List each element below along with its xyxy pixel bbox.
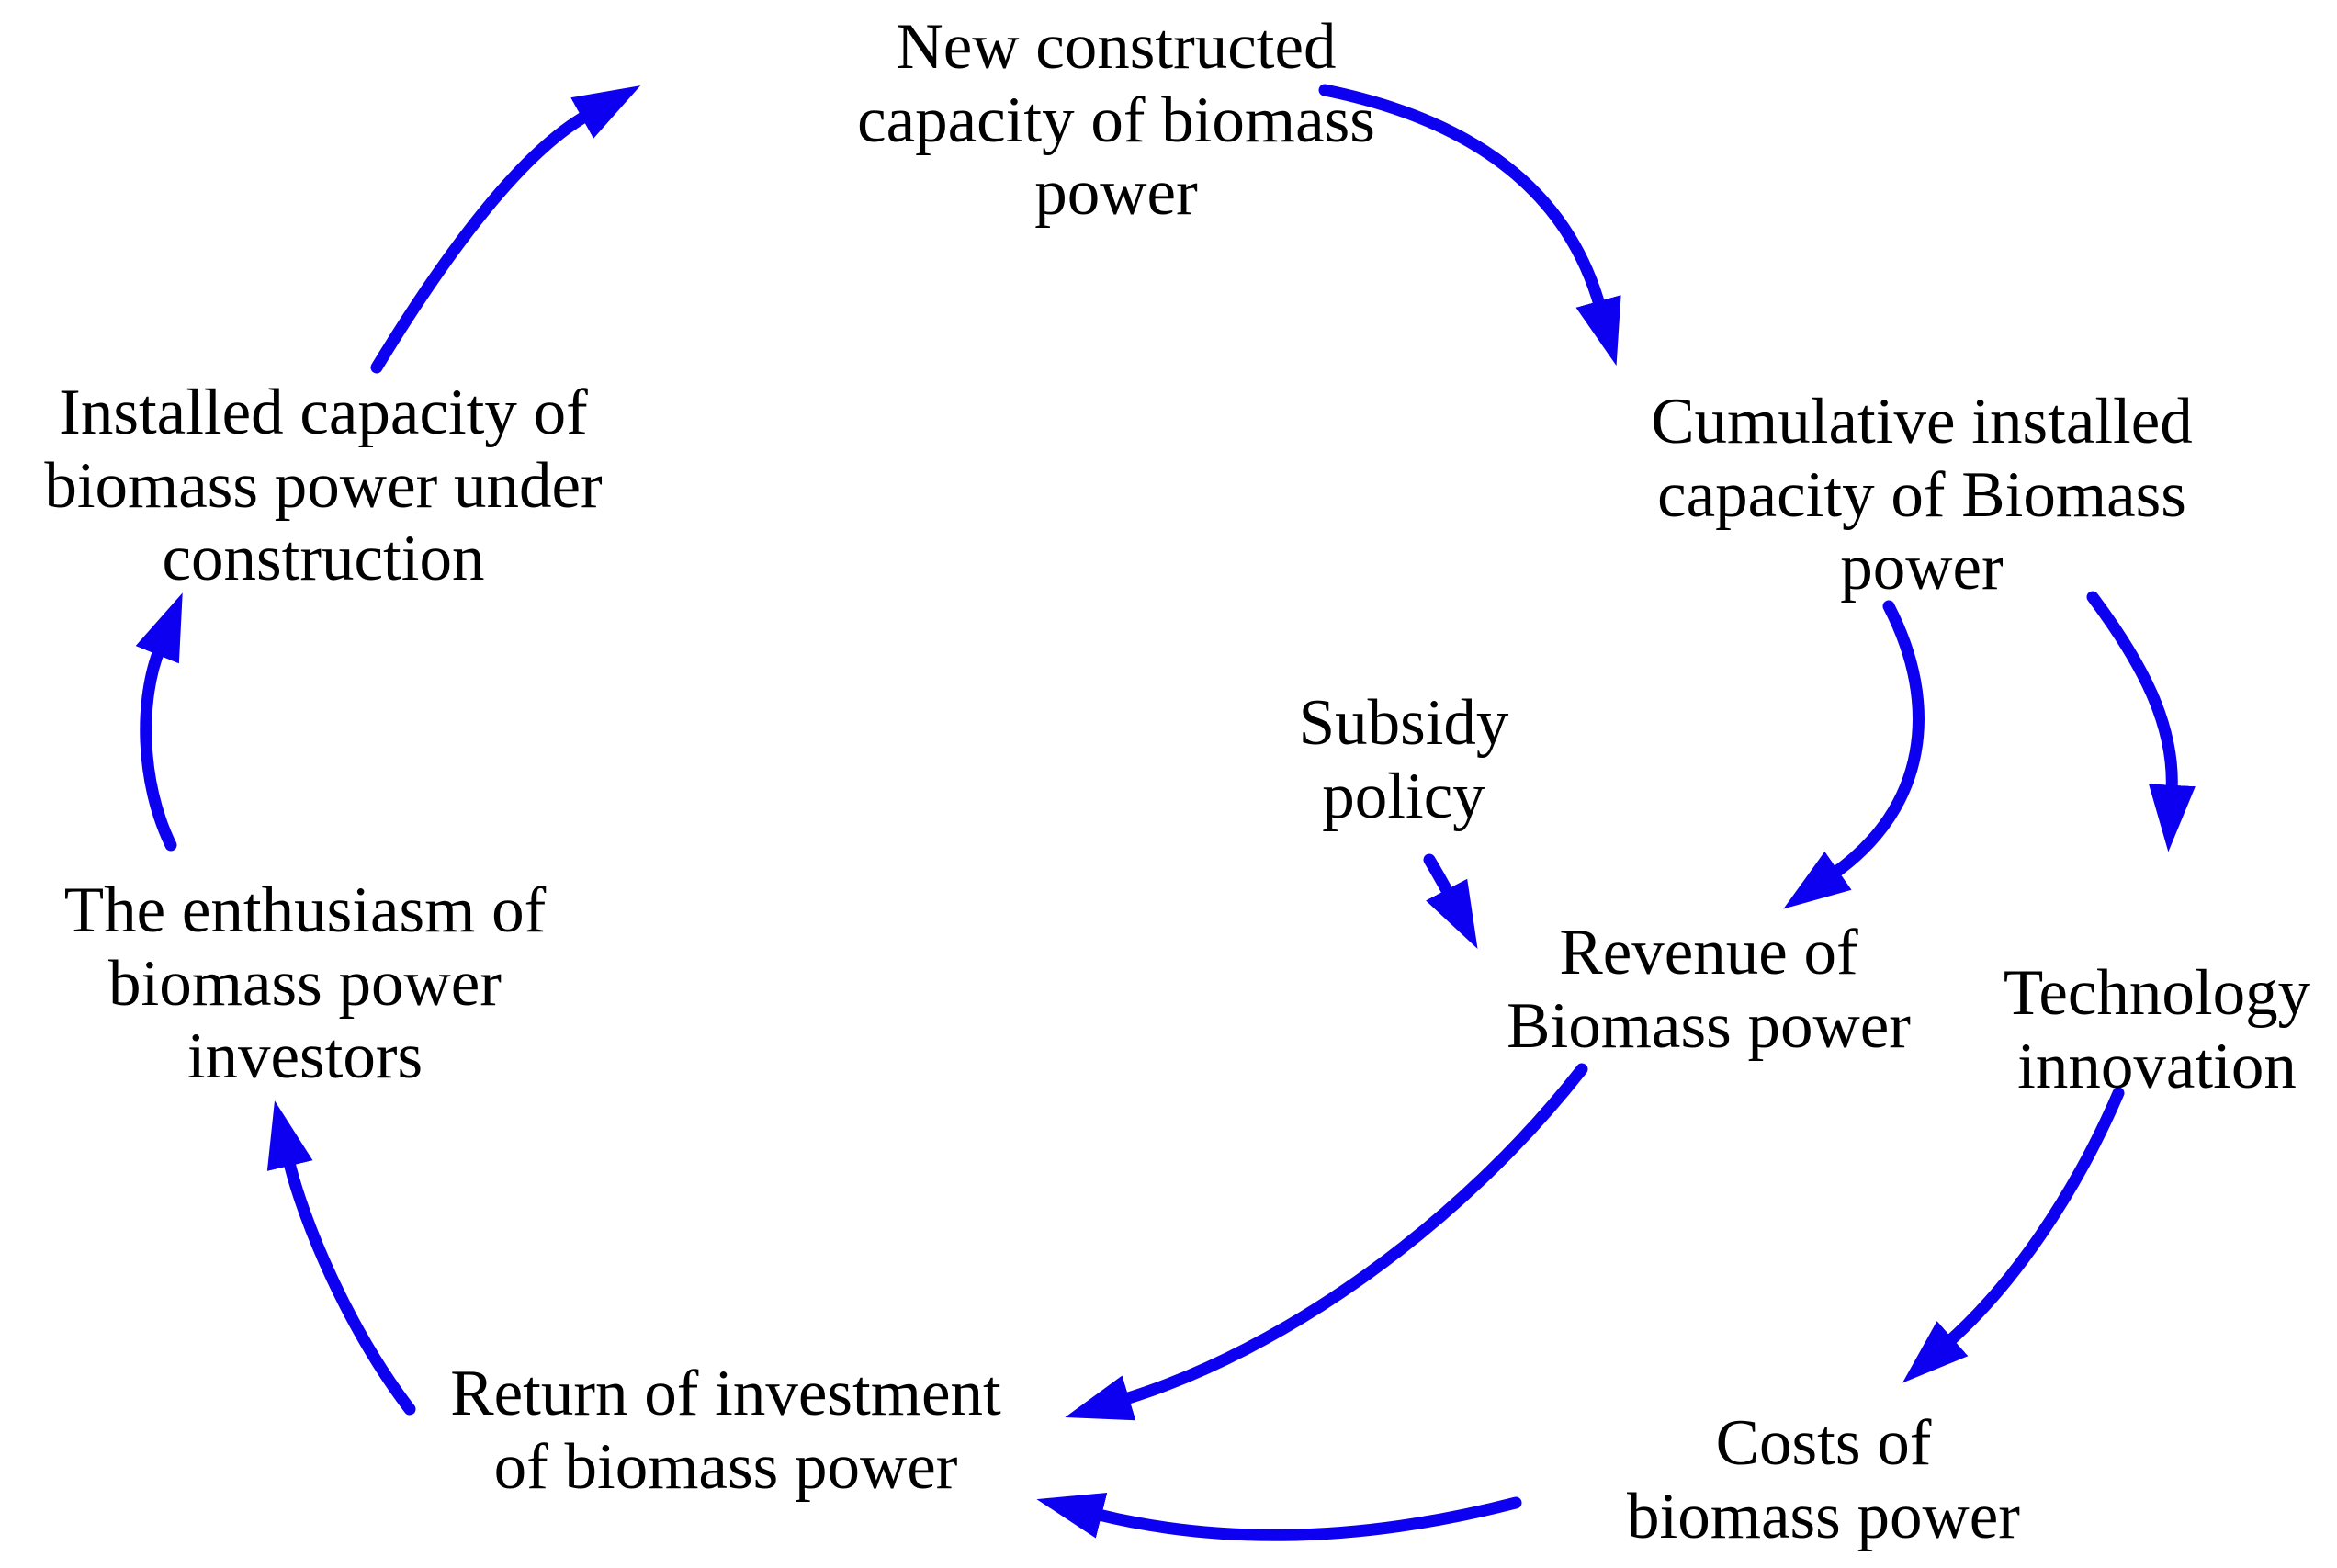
edge-technology-to-costs bbox=[1902, 1087, 2125, 1383]
edge-enthusiasm-to-installed bbox=[135, 592, 183, 852]
edge-cumulative-to-revenue bbox=[1783, 600, 1925, 909]
node-return-of-investment: Return of investment of biomass power bbox=[450, 1358, 1001, 1503]
node-subsidy-policy: Subsidy policy bbox=[1298, 687, 1509, 832]
node-enthusiasm-of-investors: The enthusiasm of biomass power investor… bbox=[63, 874, 547, 1093]
edge-group bbox=[135, 84, 2196, 1541]
node-technology-innovation: Technology innovation bbox=[2003, 957, 2311, 1102]
edge-new-constructed-to-cumulative bbox=[1318, 84, 1621, 367]
node-new-constructed-capacity: New constructed capacity of biomass powe… bbox=[857, 11, 1375, 230]
node-revenue-of-biomass-power: Revenue of Biomass power bbox=[1507, 917, 1911, 1062]
edge-installed-to-new-constructed bbox=[370, 85, 641, 374]
edge-return-to-enthusiasm bbox=[266, 1100, 416, 1416]
node-cumulative-installed-capacity: Cumulative installed capacity of Biomass… bbox=[1651, 386, 2193, 604]
node-installed-capacity-under-construction: Installed capacity of biomass power unde… bbox=[44, 377, 603, 595]
edge-costs-to-return bbox=[1036, 1493, 1522, 1541]
edge-subsidy-to-revenue bbox=[1423, 853, 1478, 949]
edge-revenue-to-return bbox=[1065, 1063, 1588, 1421]
edge-cumulative-to-technology bbox=[2086, 591, 2196, 852]
node-costs-of-biomass-power: Costs of biomass power bbox=[1627, 1407, 2020, 1552]
